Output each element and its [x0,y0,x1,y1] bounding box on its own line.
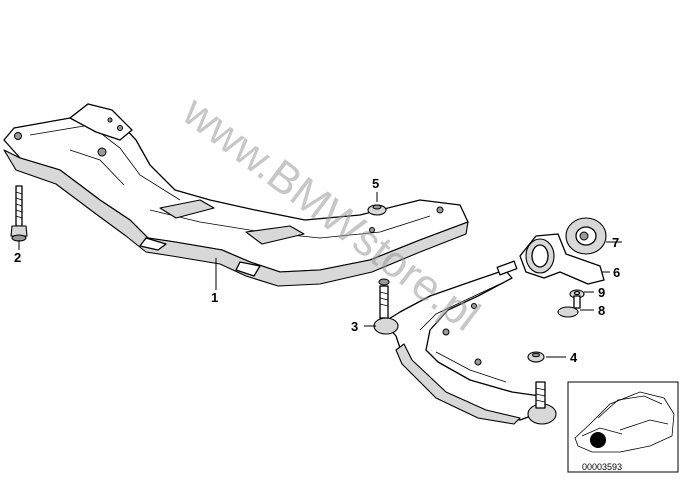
callout-5: 5 [372,176,379,191]
front-axle-marker [590,432,606,448]
bushing-bracket-6 [519,233,605,285]
nut-5 [367,204,387,216]
callout-2: 2 [14,250,21,265]
leader-lines [18,192,622,358]
callout-8: 8 [598,303,605,318]
vehicle-inset: 00003593 [567,381,679,473]
callout-7: 7 [612,235,619,250]
callout-6: 6 [613,265,620,280]
bolt-8 [557,295,581,318]
axle-carrier [3,103,469,287]
nut-4 [527,351,545,363]
callout-4: 4 [570,350,578,365]
callout-1: 1 [211,290,218,305]
reference-code: 00003593 [582,462,622,472]
bolt-2 [10,185,28,242]
rubber-bushing-7 [565,217,607,255]
control-arm [373,260,557,425]
callout-9: 9 [598,285,605,300]
callout-3: 3 [351,319,358,334]
